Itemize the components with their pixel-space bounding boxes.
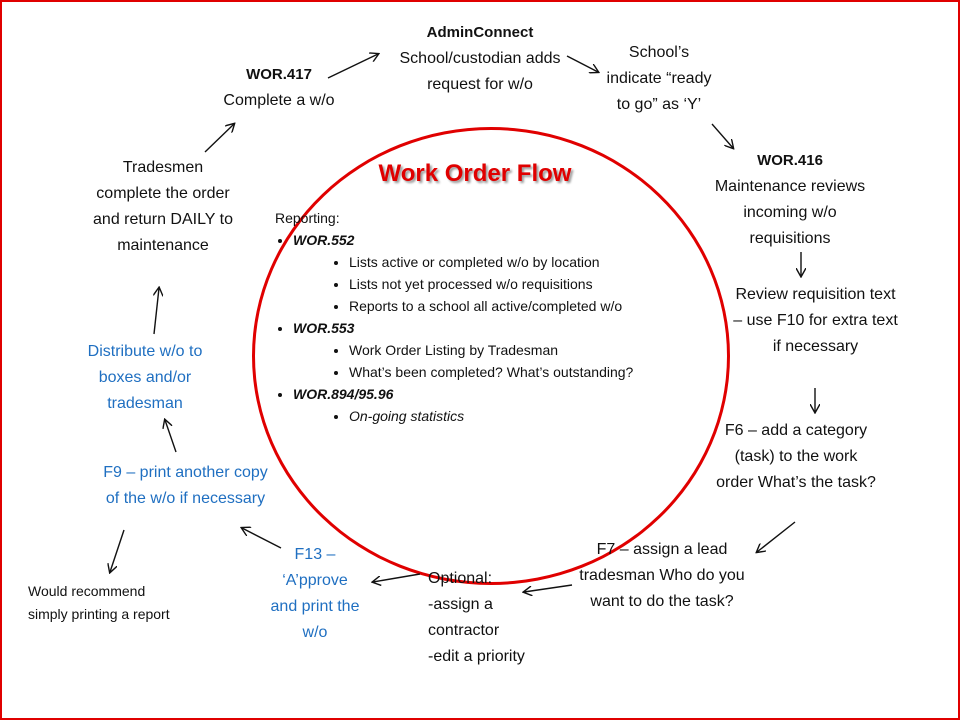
report-item: What’s been completed? What’s outstandin…: [349, 361, 705, 383]
node-wor416-body: Maintenance reviews incoming w/o requisi…: [714, 178, 866, 247]
arrow-f7-to-optional: [524, 584, 573, 592]
node-f13: F13 – ‘A’pprove and print the w/o: [270, 546, 360, 641]
flow-circle: [252, 127, 730, 585]
report-item: Reports to a school all active/completed…: [349, 295, 705, 317]
node-adminconnect: AdminConnect School/custodian adds reque…: [385, 20, 575, 98]
report-wor552-items: Lists active or completed w/o by locatio…: [293, 251, 705, 317]
arrow-adminconnect-to-schools: [566, 55, 598, 72]
node-wor417-body: Complete a w/o: [223, 92, 335, 109]
node-f6: F6 – add a category (task) to the work o…: [716, 422, 876, 491]
diagram-title: Work Order Flow: [378, 160, 572, 187]
node-wor416-title: WOR.416: [757, 152, 823, 169]
node-f7: F7 – assign a lead tradesman Who do you …: [579, 541, 745, 610]
report-item: On-going statistics: [349, 405, 705, 427]
node-wor416: WOR.416 Maintenance reviews incoming w/o…: [710, 148, 870, 252]
arrow-wor417-to-adminconnect: [327, 54, 378, 79]
node-wor417: WOR.417 Complete a w/o: [222, 62, 336, 114]
arrow-f9-to-distribute: [165, 420, 177, 453]
node-optional: Optional: -assign a contractor -edit a p…: [428, 570, 525, 665]
report-wor553-items: Work Order Listing by Tradesman What’s b…: [293, 339, 705, 383]
node-review-requisition: Review requisition text – use F10 for ex…: [733, 286, 898, 355]
report-item: Work Order Listing by Tradesman: [349, 339, 705, 361]
reporting-label: Reporting:: [275, 210, 340, 226]
report-wor894: WOR.894/95.96 On-going statistics: [293, 383, 705, 427]
arrow-f9-to-note: [110, 529, 125, 572]
report-item: Lists not yet processed w/o requisitions: [349, 273, 705, 295]
node-schools-indicate: School’s indicate “ready to go” as ‘Y’: [606, 44, 712, 113]
node-wor417-title: WOR.417: [246, 66, 312, 83]
node-note: Would recommend simply printing a report: [28, 583, 170, 622]
report-wor894-label: WOR.894/95.96: [293, 386, 394, 402]
arrow-tradesmen-to-wor417: [204, 124, 234, 153]
report-wor553: WOR.553 Work Order Listing by Tradesman …: [293, 317, 705, 383]
reporting-list: WOR.552 Lists active or completed w/o by…: [275, 229, 705, 427]
report-wor552: WOR.552 Lists active or completed w/o by…: [293, 229, 705, 317]
arrow-distribute-to-tradesmen: [154, 288, 159, 335]
arrow-schools-to-wor416: [711, 123, 733, 148]
arrow-f13-to-f9: [242, 528, 282, 549]
node-distribute: Distribute w/o to boxes and/or tradesman: [87, 343, 203, 412]
report-wor553-label: WOR.553: [293, 320, 355, 336]
report-wor894-items: On-going statistics: [293, 405, 705, 427]
arrow-f6-to-f7: [757, 521, 796, 552]
report-wor552-label: WOR.552: [293, 232, 355, 248]
arrow-optional-to-f13: [373, 573, 421, 582]
report-item: Lists active or completed w/o by locatio…: [349, 251, 705, 273]
node-adminconnect-body: School/custodian adds request for w/o: [399, 50, 561, 93]
node-f9: F9 – print another copy of the w/o if ne…: [103, 464, 268, 507]
node-tradesmen: Tradesmen complete the order and return …: [93, 159, 233, 254]
reporting-block: Reporting: WOR.552 Lists active or compl…: [275, 207, 705, 427]
node-adminconnect-title: AdminConnect: [426, 24, 534, 41]
